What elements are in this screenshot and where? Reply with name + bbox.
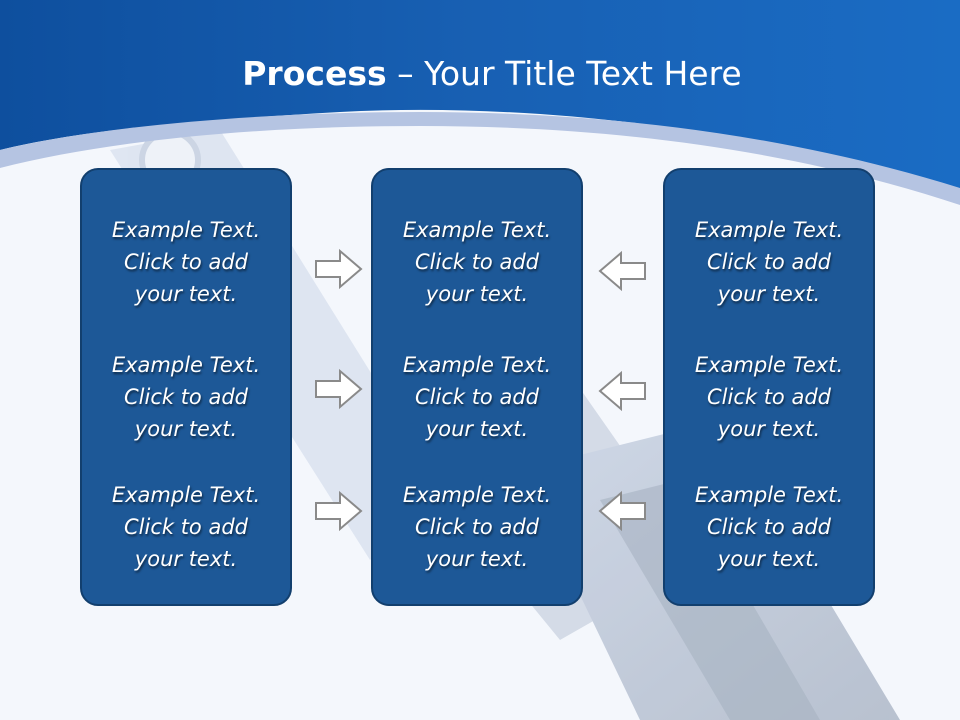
arrow-left-icon bbox=[598, 490, 646, 532]
panel-text[interactable]: Example Text. Click to add your text. bbox=[694, 353, 844, 441]
arrow-right-icon bbox=[315, 368, 363, 410]
title-rest: – Your Title Text Here bbox=[386, 54, 742, 93]
title-bold: Process bbox=[242, 54, 387, 93]
arrow-right-icon bbox=[315, 248, 363, 290]
panel-text[interactable]: Example Text. Click to add your text. bbox=[402, 483, 552, 571]
process-panel-right: Example Text. Click to add your text. Ex… bbox=[663, 168, 875, 606]
header-swoosh bbox=[0, 112, 960, 205]
arrow-left-icon bbox=[598, 370, 646, 412]
arrow-right-icon bbox=[315, 490, 363, 532]
arrow-left-icon bbox=[598, 250, 646, 292]
panel-text[interactable]: Example Text. Click to add your text. bbox=[694, 483, 844, 571]
panel-text[interactable]: Example Text. Click to add your text. bbox=[402, 353, 552, 441]
panel-text[interactable]: Example Text. Click to add your text. bbox=[111, 218, 261, 306]
panel-text[interactable]: Example Text. Click to add your text. bbox=[402, 218, 552, 306]
panel-text[interactable]: Example Text. Click to add your text. bbox=[694, 218, 844, 306]
header-band bbox=[0, 0, 960, 200]
process-panel-left: Example Text. Click to add your text. Ex… bbox=[80, 168, 292, 606]
process-panel-center: Example Text. Click to add your text. Ex… bbox=[371, 168, 583, 606]
page-title: Process – Your Title Text Here bbox=[0, 52, 960, 96]
panel-text[interactable]: Example Text. Click to add your text. bbox=[111, 483, 261, 571]
panel-text[interactable]: Example Text. Click to add your text. bbox=[111, 353, 261, 441]
